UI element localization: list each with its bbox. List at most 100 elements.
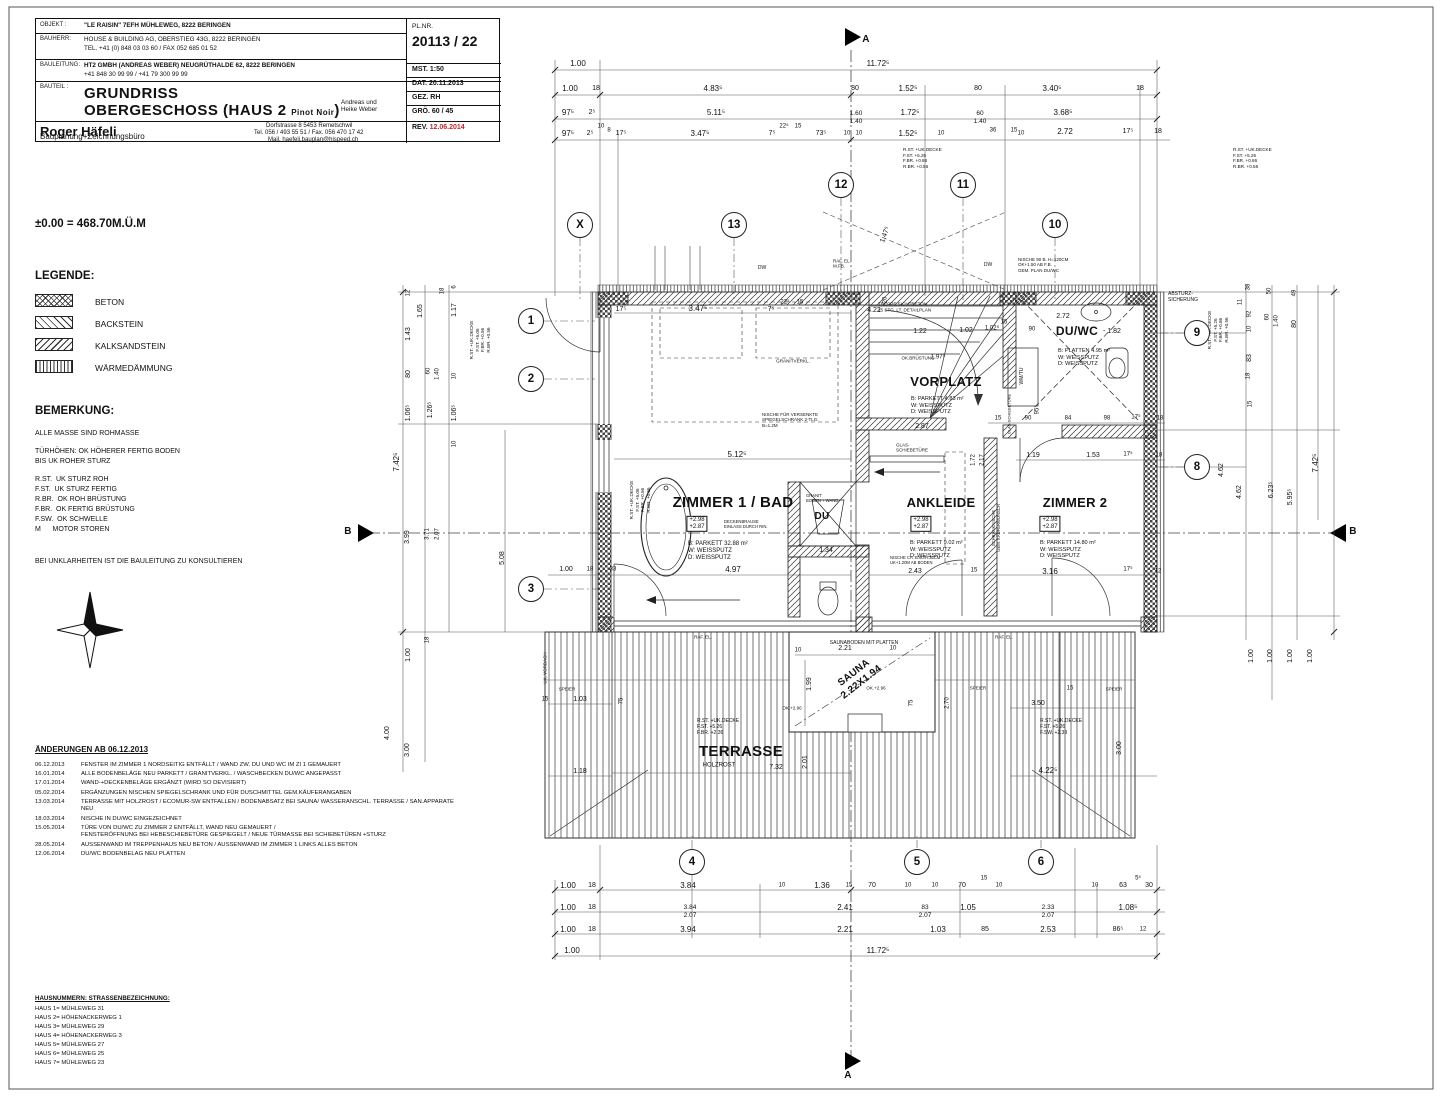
shower	[799, 481, 857, 547]
dim-label: 1.00	[570, 59, 586, 69]
dim-label: SPEIER	[558, 686, 576, 692]
dim-label: 3.50	[1031, 699, 1045, 707]
dim-label: 2.41	[837, 903, 853, 913]
grid-bubble-4: 4	[679, 849, 705, 875]
legend-swatch-waermedaemmung	[35, 360, 73, 373]
dim-label: 11.72⁵	[866, 59, 890, 69]
dim-label: 84	[1064, 415, 1072, 422]
dim-label: 10	[904, 882, 912, 889]
dim-label: 15	[1010, 127, 1018, 134]
dim-label: +2.98 +2.87	[910, 515, 932, 533]
title-block: OBJEKT : "LE RAISIN" 7EFH MÜHLEWEG, 8222…	[35, 18, 501, 143]
dim-label: 18	[588, 903, 596, 911]
dim-label: 10	[794, 647, 802, 654]
dim-label: 1.72⁵	[900, 108, 920, 118]
date-value: DAT. 20.11.2013	[412, 80, 464, 87]
dim-label: OK.BRÜSTUNG	[901, 355, 935, 361]
house-entry: HAUS 3= MÜHLEWEG 29	[35, 1024, 105, 1030]
dim-label: 1.22	[913, 327, 927, 335]
north-compass	[56, 591, 124, 669]
dim-label: 12	[1154, 568, 1162, 575]
dim-label: RAF. EL.	[694, 634, 712, 640]
dim-label: 1.53	[1086, 451, 1100, 459]
section-arrows	[358, 28, 1346, 1070]
dim-label: 90	[1024, 415, 1032, 422]
dim-label: 2.72	[1056, 312, 1070, 320]
dim-label: 83 2.07	[918, 904, 932, 919]
room-label: DU/WC	[1055, 323, 1099, 338]
dim-label: 8	[607, 127, 611, 134]
dim-label: 1.02⁵	[984, 325, 1000, 332]
grid-bubble-3: 3	[518, 576, 544, 602]
dim-label: 1.97⁵	[930, 354, 946, 361]
terrace	[544, 631, 1136, 839]
bed-dashed	[651, 301, 839, 423]
legend-swatch-backstein	[35, 316, 73, 329]
bauherr-line1: HOUSE & BUILDING AG, OBERSTIEG 43G, 8222…	[84, 36, 261, 43]
dim-label: 70	[958, 881, 966, 889]
dim-label: NISCHE CA. B:60/H:35CM UK+1.20M AB BODEN	[890, 554, 941, 565]
dim-label: 1.18	[573, 767, 587, 775]
dim-label: 1.00	[562, 84, 578, 94]
dim-label: 3.94	[680, 925, 696, 935]
dim-label: DW	[757, 265, 767, 271]
dim-label: 73⁵	[815, 129, 827, 137]
scale-value: MST. 1:50	[412, 66, 444, 73]
dim-label: 4.22⁵	[1038, 766, 1058, 776]
elevation-datum: ±0.00 = 468.70M.Ü.M	[35, 218, 146, 230]
houses-title: HAUSNUMMERN: STRASSENBEZEICHNUNG:	[35, 995, 170, 1002]
dim-label: 10	[855, 130, 863, 137]
interior-walls	[787, 291, 1158, 633]
dim-label: +2.98 +2.87	[1039, 515, 1061, 533]
dim-label: RAF. EL.	[995, 634, 1013, 640]
abbreviation-row: F.SW. OK SCHWELLE	[35, 516, 108, 523]
dim-label: 1.00	[560, 925, 576, 935]
dim-label: 4.97	[725, 565, 741, 575]
dim-label: HOLZROST	[702, 762, 736, 769]
remarks-title: BEMERKUNG:	[35, 405, 115, 417]
dim-label: 17⁵	[615, 305, 627, 313]
duwc-fixtures	[1021, 299, 1139, 421]
room-label: VORPLATZ	[910, 374, 982, 390]
grid-bubble-6: 6	[1028, 849, 1054, 875]
house-entry: HAUS 5= MÜHLEWEG 27	[35, 1042, 105, 1048]
grid-bubble-1: 1	[518, 308, 544, 334]
grid-bubble-X: X	[567, 212, 593, 238]
dim-label: 15	[1066, 685, 1074, 692]
dim-label: 1.05	[960, 903, 976, 913]
dim-label: 63	[1119, 881, 1127, 889]
dim-label: 18	[1136, 84, 1144, 92]
dim-label: 17⁵	[1123, 451, 1133, 458]
dim-label: 2⁵	[586, 129, 594, 137]
grid-bubble-5: 5	[904, 849, 930, 875]
dim-label: 86⁵	[1112, 925, 1124, 933]
house-entry: HAUS 4= HÖHENACKERWEG 3	[35, 1033, 122, 1039]
grid-bubble-10: 10	[1042, 212, 1068, 238]
dim-label: 1.00	[559, 565, 573, 573]
dim-label: 33	[609, 566, 617, 573]
dim-label: 2.87	[915, 422, 929, 430]
plnr-value: 20113 / 22	[412, 33, 478, 49]
dim-label: 90	[1028, 326, 1036, 333]
legend-label-backstein: BACKSTEIN	[95, 319, 144, 329]
bauleitung-label: BAULEITUNG:	[40, 62, 81, 68]
dim-label: 22⁵	[779, 123, 789, 130]
dim-label: - 1.82	[1103, 327, 1121, 335]
dim-label: 15	[980, 875, 988, 882]
client-name: Andreas und Heike Weber	[341, 99, 378, 113]
dim-label: B: PARKETT 32.88 m² W: WEISSPUTZ D: WEIS…	[688, 541, 748, 562]
dim-label: GRANIT BODEN + WAND	[806, 492, 839, 503]
legend-label-waermedaemmung: WÄRMEDÄMMUNG	[95, 363, 173, 373]
dim-label: 10	[937, 130, 945, 137]
dim-label: 1.60 1.40	[849, 110, 863, 125]
house-entry: HAUS 7= MÜHLEWEG 23	[35, 1060, 105, 1066]
dim-label: 97⁵	[561, 129, 575, 139]
